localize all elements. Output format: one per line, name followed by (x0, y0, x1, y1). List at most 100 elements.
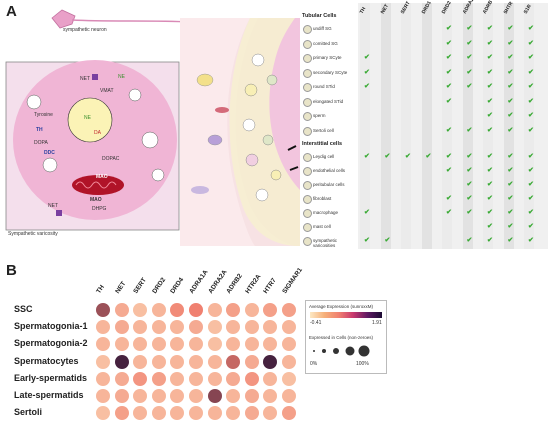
panel-b-letter: B (6, 262, 17, 279)
check-mark-icon: ✔ (528, 54, 534, 61)
table-column-stripe (442, 3, 453, 249)
net-label: NET (80, 76, 90, 82)
check-mark-icon: ✔ (364, 209, 370, 216)
table-row-label: Leydig cell (313, 154, 335, 159)
germ-cell (251, 53, 265, 67)
check-mark-icon: ✔ (528, 195, 534, 202)
check-mark-icon: ✔ (487, 181, 493, 188)
varicosity-inset-label: Sympathetic varicosity (8, 231, 58, 237)
germ-cell (245, 153, 259, 167)
expression-dot (226, 337, 241, 352)
check-mark-icon: ✔ (487, 126, 493, 134)
check-mark-icon: ✔ (507, 126, 514, 134)
expression-dot (189, 303, 203, 317)
expression-dot (151, 303, 166, 317)
expression-dot (151, 320, 166, 335)
interstitial-cells-title: Interstitial cells (302, 141, 343, 147)
size-legend-min: 0% (310, 361, 318, 367)
check-mark-icon: ✔ (507, 237, 514, 244)
vmat-label: VMAT (100, 88, 114, 94)
sperm (287, 145, 297, 151)
table-column-stripe (483, 3, 494, 249)
check-mark-icon: ✔ (466, 54, 473, 61)
expression-dot (170, 337, 185, 352)
size-dot (313, 350, 315, 352)
table-row-label: round STid (313, 84, 335, 89)
sympathetic-neuron-label: sympathetic neuron (63, 27, 107, 33)
expression-dot (282, 320, 296, 335)
table-column-stripe (503, 3, 514, 249)
expression-dot (114, 389, 129, 403)
germ-cell (244, 83, 258, 97)
check-mark-icon: ✔ (364, 54, 370, 61)
check-mark-icon: ✔ (446, 195, 452, 202)
check-mark-icon: ✔ (528, 112, 534, 119)
check-mark-icon: ✔ (405, 153, 411, 160)
table-column-stripe (380, 3, 391, 249)
check-mark-icon: ✔ (446, 83, 452, 90)
expression-dot (133, 337, 148, 352)
check-mark-icon: ✔ (425, 153, 432, 160)
check-mark-icon: ✔ (446, 68, 452, 76)
expression-dot (170, 303, 185, 317)
expression-dot (226, 406, 241, 421)
expression-dot (189, 371, 203, 386)
expression-dot (170, 406, 185, 421)
check-mark-icon: ✔ (384, 153, 391, 160)
vesicle (151, 168, 165, 182)
expression-dot (114, 406, 129, 421)
table-column-stripe (360, 3, 371, 249)
cell-type-icon (303, 237, 312, 246)
check-mark-icon: ✔ (446, 209, 452, 216)
table-row-label: secondary SCyte (313, 69, 348, 75)
color-gradient-bar (310, 312, 382, 318)
ne-label: NE (84, 115, 91, 121)
check-mark-icon: ✔ (487, 223, 493, 230)
expression-dot (96, 337, 110, 352)
expression-dot (244, 406, 259, 421)
germ-cell (242, 118, 256, 132)
check-mark-icon: ✔ (507, 97, 514, 105)
cell-type-icon (303, 209, 312, 218)
expression-dot (133, 406, 148, 421)
expression-dot (96, 354, 110, 369)
color-legend-min: -0.41 (310, 320, 322, 326)
expression-dot (282, 337, 296, 352)
expression-dot (282, 371, 296, 386)
expression-dot (207, 371, 222, 386)
cell-type-row-label: Late-spermatids (14, 390, 84, 400)
table-row-label: macrophage (313, 210, 339, 215)
table-column-stripe (462, 3, 473, 249)
check-mark-icon: ✔ (487, 153, 493, 160)
check-mark-icon: ✔ (487, 167, 493, 174)
check-mark-icon: ✔ (528, 126, 534, 134)
expression-dot (96, 406, 110, 421)
check-mark-icon: ✔ (466, 39, 473, 47)
cell-type-icon (303, 68, 312, 78)
check-mark-icon: ✔ (487, 68, 493, 76)
expression-dot (282, 354, 296, 369)
table-row-label: fibroblast (313, 196, 332, 201)
expression-dot (170, 389, 185, 403)
check-mark-icon: ✔ (528, 209, 534, 216)
table-row-label: peritubular cells (313, 182, 345, 187)
net-label: NET (48, 203, 58, 209)
check-mark-icon: ✔ (507, 153, 514, 160)
check-mark-icon: ✔ (466, 153, 473, 160)
cell-type-row-label: SSC (14, 304, 33, 314)
gene-column-label: DRD4 (169, 276, 186, 295)
net-transporter (92, 74, 98, 80)
germ-cell (266, 74, 278, 86)
size-legend-max: 100% (356, 361, 369, 367)
check-mark-icon: ✔ (487, 112, 493, 119)
expression-dot (244, 337, 259, 352)
cell-type-row-label: Spermatogonia-2 (14, 338, 88, 349)
mitochondrion (72, 175, 124, 195)
check-mark-icon: ✔ (446, 39, 452, 47)
check-mark-icon: ✔ (466, 195, 473, 202)
check-mark-icon: ✔ (507, 209, 514, 216)
check-mark-icon: ✔ (384, 237, 391, 244)
check-mark-icon: ✔ (487, 83, 493, 90)
vesicle (26, 94, 42, 110)
check-mark-icon: ✔ (466, 181, 473, 188)
